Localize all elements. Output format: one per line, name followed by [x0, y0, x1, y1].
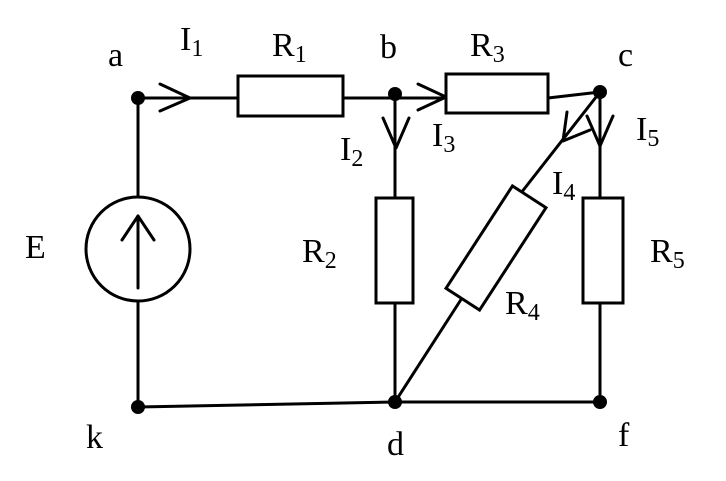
node-dot-f: [593, 395, 607, 409]
node-label-a: a: [108, 37, 123, 74]
source-label: E: [25, 229, 46, 266]
current-arrow-i2: [381, 116, 411, 150]
resistor-label-r3: R3: [470, 27, 505, 68]
current-label-i1: I1: [180, 21, 203, 62]
current-label-i4: I4: [552, 165, 575, 206]
current-arrow-i1: [158, 82, 192, 113]
voltage-source-circle: [84, 195, 192, 303]
wire-c-r4: [519, 90, 602, 195]
node-label-d: d: [387, 426, 404, 463]
node-label-b: b: [380, 29, 397, 66]
current-label-i5: I5: [636, 111, 659, 152]
current-label-i2: I2: [340, 131, 363, 172]
current-label-i3: I3: [432, 117, 455, 158]
node-label-f: f: [618, 417, 630, 454]
node-dot-c: [593, 85, 607, 99]
node-label-k: k: [86, 419, 103, 456]
node-dot-d: [388, 395, 402, 409]
resistor-r1: [236, 74, 345, 118]
node-dot-b: [388, 87, 402, 101]
resistor-label-r4: R4: [505, 285, 540, 326]
wire-r4-d: [393, 296, 464, 404]
resistor-label-r2: R2: [302, 233, 337, 274]
current-arrow-i5: [585, 114, 615, 148]
wire-k-d: [136, 400, 397, 409]
node-dot-a: [131, 91, 145, 105]
resistor-r3: [444, 72, 550, 115]
resistor-label-r5: R5: [650, 233, 685, 274]
current-arrow-i3: [416, 82, 448, 112]
resistor-label-r1: R1: [272, 27, 307, 68]
resistor-r4: [443, 183, 549, 313]
node-dot-k: [131, 400, 145, 414]
resistor-r2: [374, 196, 415, 305]
current-arrow-i4: [561, 110, 592, 143]
wire-r3-c: [546, 90, 602, 100]
resistor-r5: [581, 196, 625, 305]
node-label-c: c: [618, 37, 633, 74]
source-arrow-head: [120, 214, 156, 242]
